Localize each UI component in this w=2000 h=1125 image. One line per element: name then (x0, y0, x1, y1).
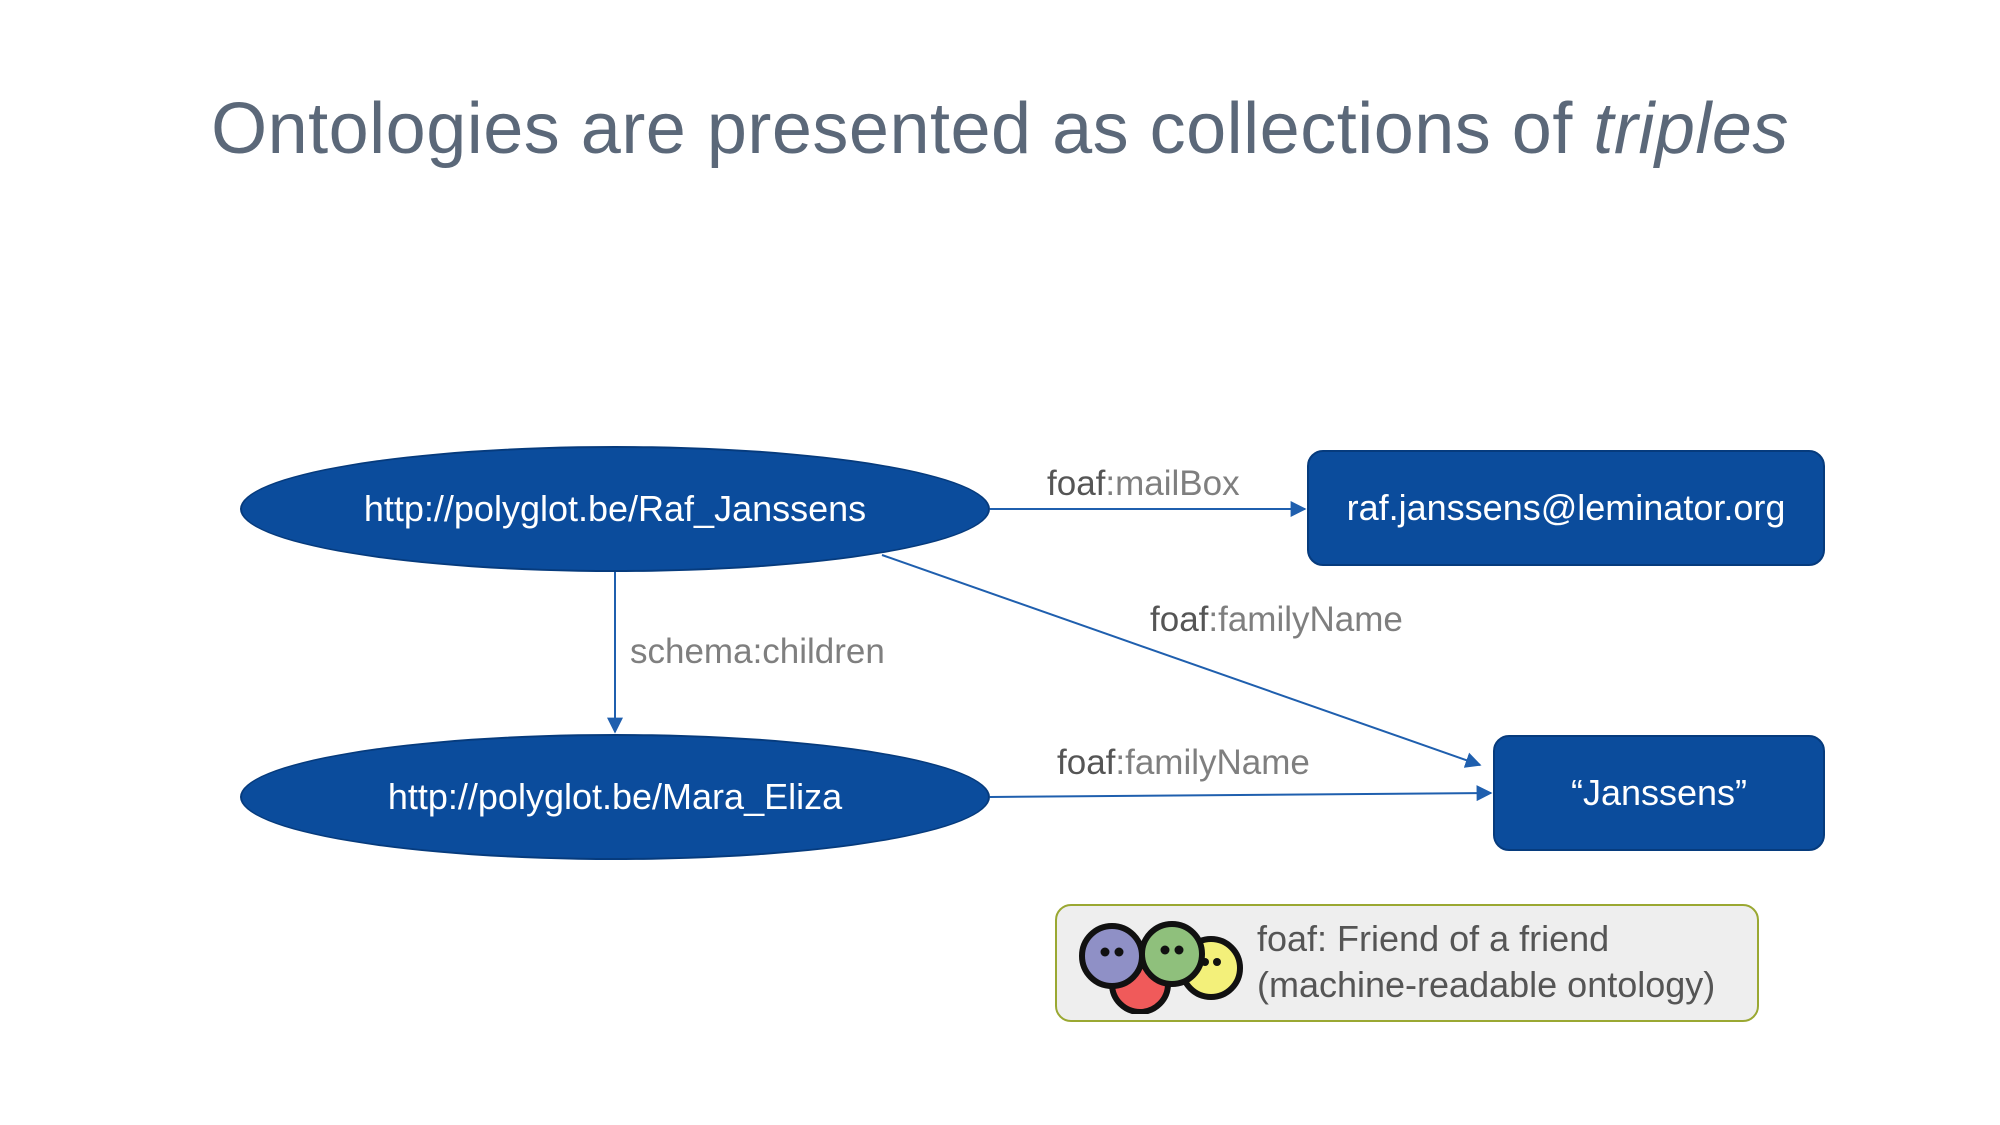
edge-label-children-property: :children (752, 632, 885, 671)
slide-title: Ontologies are presented as collections … (0, 88, 2000, 170)
node-raf-janssens: http://polyglot.be/Raf_Janssens (240, 446, 990, 572)
edge-label-family-name-mara-prefix: foaf (1057, 743, 1116, 782)
legend-text: foaf: Friend of a friend (machine-readab… (1257, 916, 1715, 1008)
node-janssens-literal-label: “Janssens” (1570, 772, 1748, 813)
legend-line-2: (machine-readable ontology) (1257, 964, 1716, 1005)
edge-label-family-name-raf-prefix: foaf (1150, 600, 1209, 639)
edge-family-name-raf (881, 554, 1482, 768)
title-text: Ontologies are presented as collections … (211, 89, 1594, 169)
node-mara-eliza-label: http://polyglot.be/Mara_Eliza (387, 776, 843, 817)
edge-label-family-name-mara-property: :familyName (1115, 743, 1310, 782)
foaf-legend: foaf: Friend of a friend (machine-readab… (1055, 904, 1759, 1022)
node-email-label: raf.janssens@leminator.org (1346, 487, 1786, 528)
edge-label-family-name-raf-property: :familyName (1208, 600, 1403, 639)
title-emphasis: triples (1593, 89, 1789, 169)
node-janssens-literal: “Janssens” (1493, 735, 1825, 851)
node-mara-eliza: http://polyglot.be/Mara_Eliza (240, 734, 990, 860)
edge-label-family-name-raf: foaf:familyName (1150, 600, 1403, 640)
foaf-logo-icon (1079, 921, 1243, 1014)
edge-label-children-prefix: schema (630, 632, 753, 671)
edge-label-mailbox: foaf:mailBox (1047, 464, 1240, 504)
edge-label-mailbox-prefix: foaf (1047, 464, 1106, 503)
edge-label-mailbox-property: :mailBox (1105, 464, 1240, 503)
node-email: raf.janssens@leminator.org (1307, 450, 1825, 566)
edge-family-name-mara (989, 785, 1493, 802)
node-raf-janssens-label: http://polyglot.be/Raf_Janssens (363, 488, 867, 529)
edge-label-children: schema:children (630, 632, 885, 672)
edge-label-family-name-mara: foaf:familyName (1057, 743, 1310, 783)
legend-line-1: foaf: Friend of a friend (1257, 918, 1610, 959)
